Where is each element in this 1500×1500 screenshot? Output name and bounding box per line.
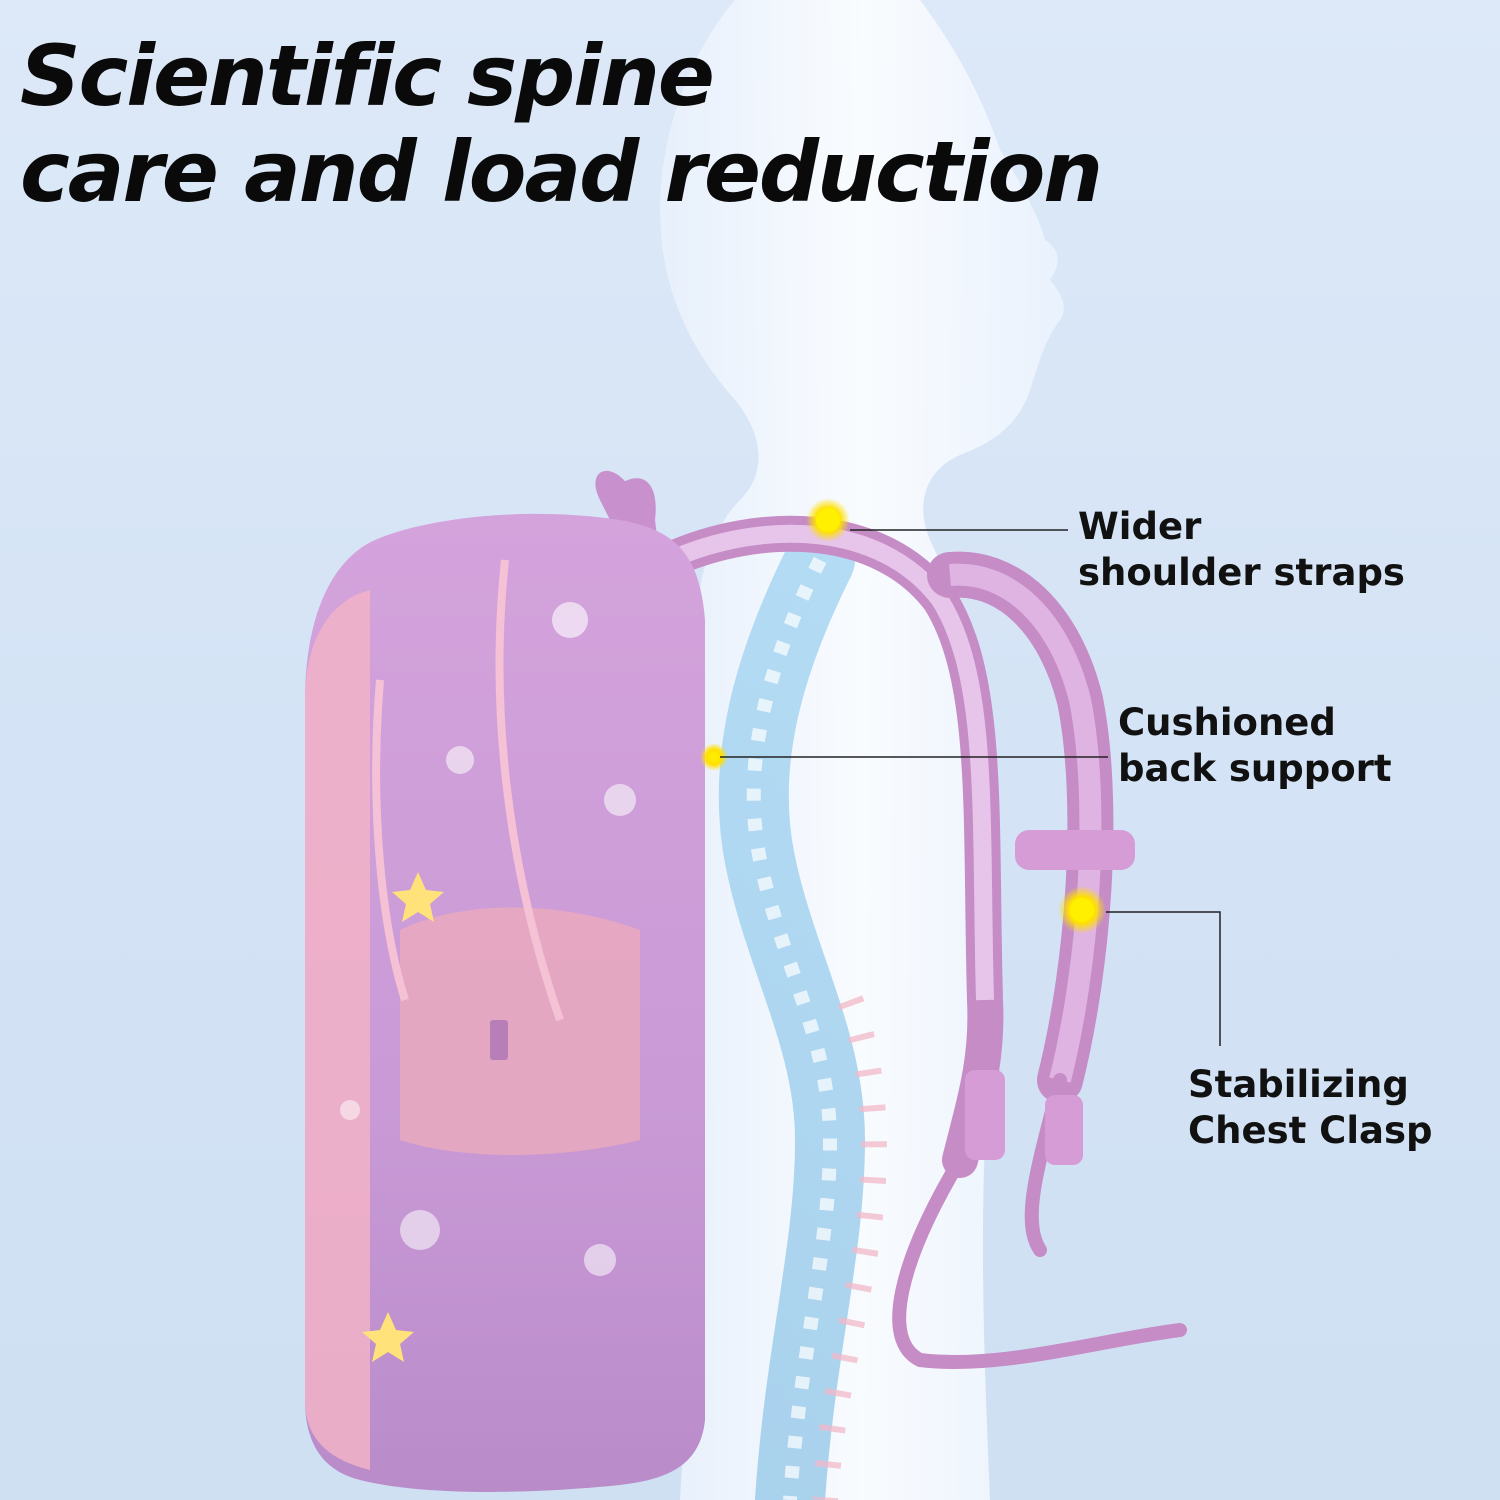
backpack xyxy=(305,470,705,1492)
headline: Scientific spine care and load reduction xyxy=(20,27,1103,221)
spine-illustration xyxy=(718,525,887,1500)
marker-back xyxy=(700,743,728,771)
callout-back-line-2: back support xyxy=(1118,747,1392,790)
headline-line-2: care and load reduction xyxy=(20,123,1103,221)
callout-straps-line-2: shoulder straps xyxy=(1078,551,1405,594)
callout-markers xyxy=(700,498,1221,1046)
callout-clasp-line-2: Chest Clasp xyxy=(1188,1109,1433,1152)
callout-stabilizing-chest-clasp: Stabilizing Chest Clasp xyxy=(1188,1062,1433,1154)
callout-straps-line-1: Wider xyxy=(1078,505,1202,548)
callout-cushioned-back-support: Cushioned back support xyxy=(1118,700,1392,792)
callout-back-line-1: Cushioned xyxy=(1118,701,1336,744)
callout-wider-shoulder-straps: Wider shoulder straps xyxy=(1078,504,1405,596)
headline-line-1: Scientific spine xyxy=(20,27,715,125)
leader-clasp xyxy=(1106,911,1221,1046)
shoulder-straps xyxy=(652,515,1187,1369)
callout-clasp-line-1: Stabilizing xyxy=(1188,1063,1409,1106)
